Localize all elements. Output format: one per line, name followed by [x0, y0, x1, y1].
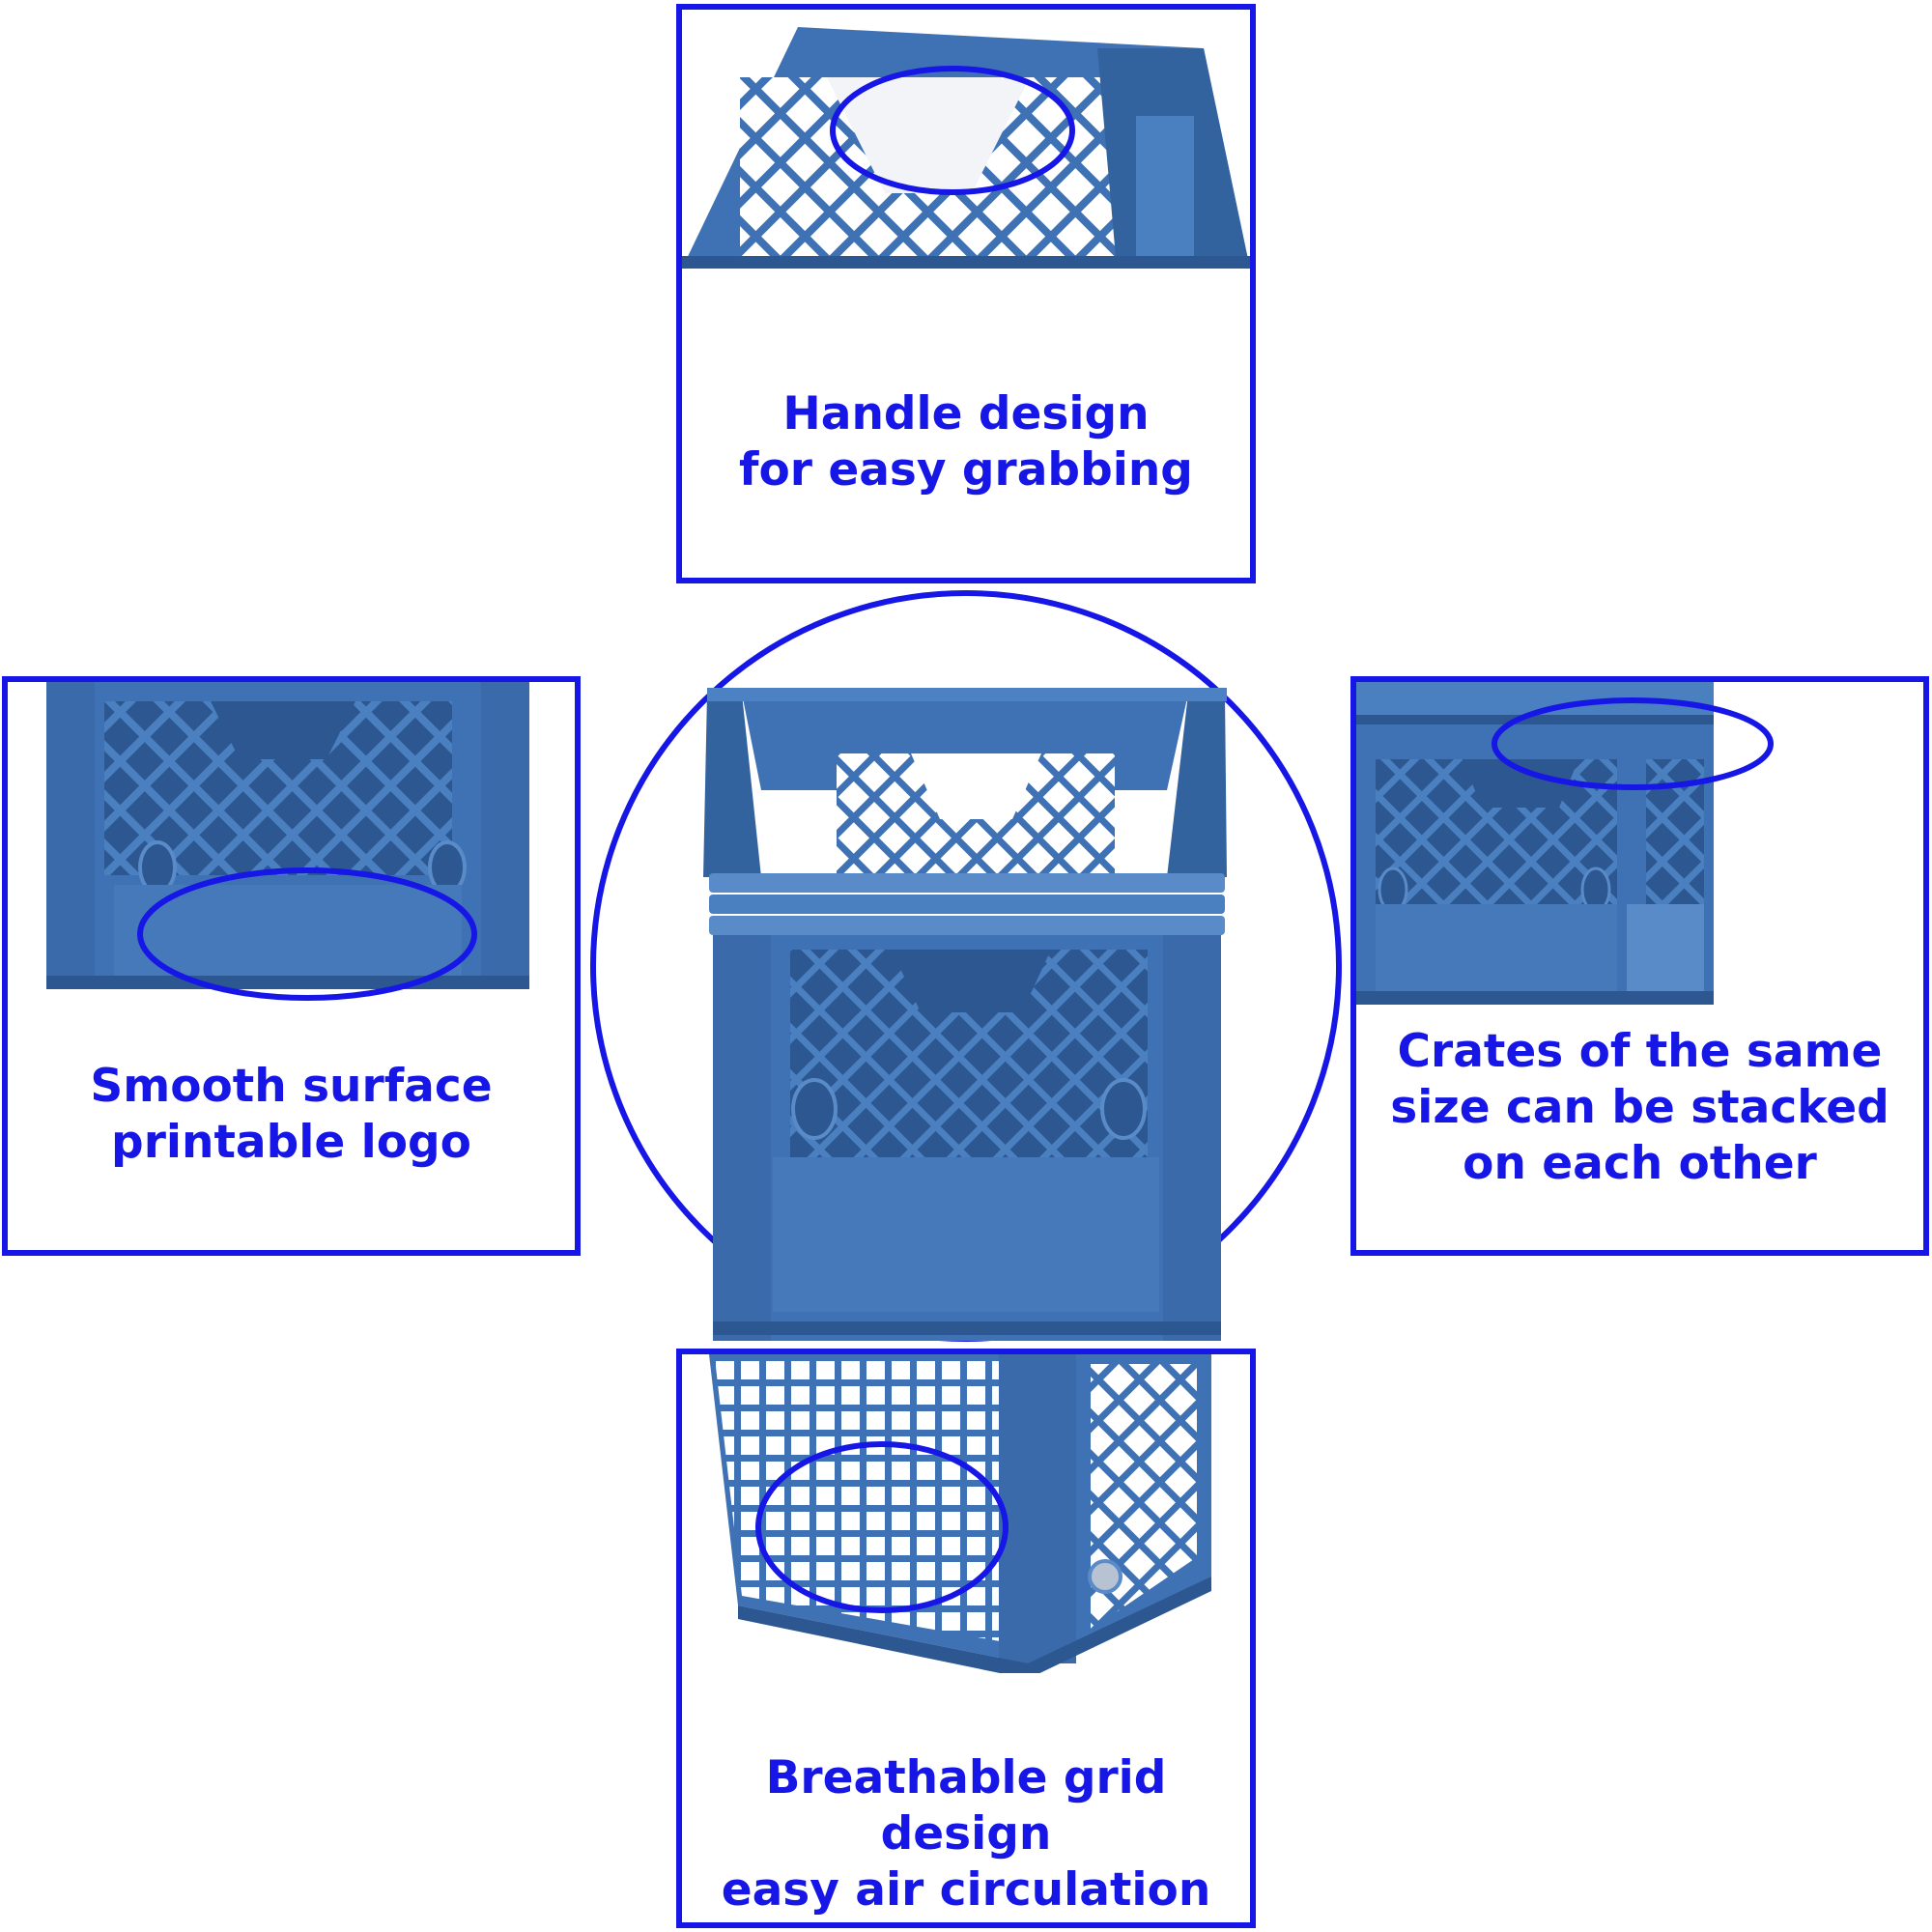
logo-surface-highlight-ellipse	[137, 867, 477, 1001]
logo-surface-caption: Smooth surface printable logo	[8, 1059, 575, 1171]
grid-caption: Breathable grid design easy air circulat…	[682, 1750, 1250, 1918]
caption-line: Handle design	[782, 387, 1150, 440]
center-product-circle	[590, 590, 1342, 1342]
handle-highlight-ellipse	[830, 66, 1075, 195]
caption-line: size can be stacked	[1390, 1081, 1889, 1134]
handle-caption: Handle design for easy grabbing	[682, 386, 1250, 498]
grid-highlight-ellipse	[755, 1441, 1009, 1613]
logo-surface-closeup-image	[46, 682, 529, 989]
caption-line: Crates of the same	[1397, 1025, 1883, 1078]
handle-closeup-image	[682, 27, 1250, 269]
feature-panel-handle: Handle design for easy grabbing	[676, 4, 1256, 583]
caption-line: for easy grabbing	[739, 443, 1193, 497]
stacking-highlight-ellipse	[1492, 697, 1774, 790]
feature-panel-stackable: Crates of the same size can be stacked o…	[1350, 676, 1929, 1256]
crate-image	[703, 688, 1227, 1341]
caption-line: printable logo	[111, 1116, 471, 1169]
feature-panel-logo-surface: Smooth surface printable logo	[2, 676, 581, 1256]
caption-line: Breathable grid design	[765, 1751, 1167, 1861]
caption-line: on each other	[1463, 1137, 1817, 1190]
feature-panel-breathable-grid: Breathable grid design easy air circulat…	[676, 1349, 1256, 1928]
caption-line: easy air circulation	[721, 1863, 1211, 1917]
stackable-caption: Crates of the same size can be stacked o…	[1356, 1024, 1923, 1192]
caption-line: Smooth surface	[90, 1060, 493, 1113]
stacked-crates-closeup-image	[1356, 682, 1714, 1005]
grid-closeup-image	[709, 1354, 1211, 1673]
